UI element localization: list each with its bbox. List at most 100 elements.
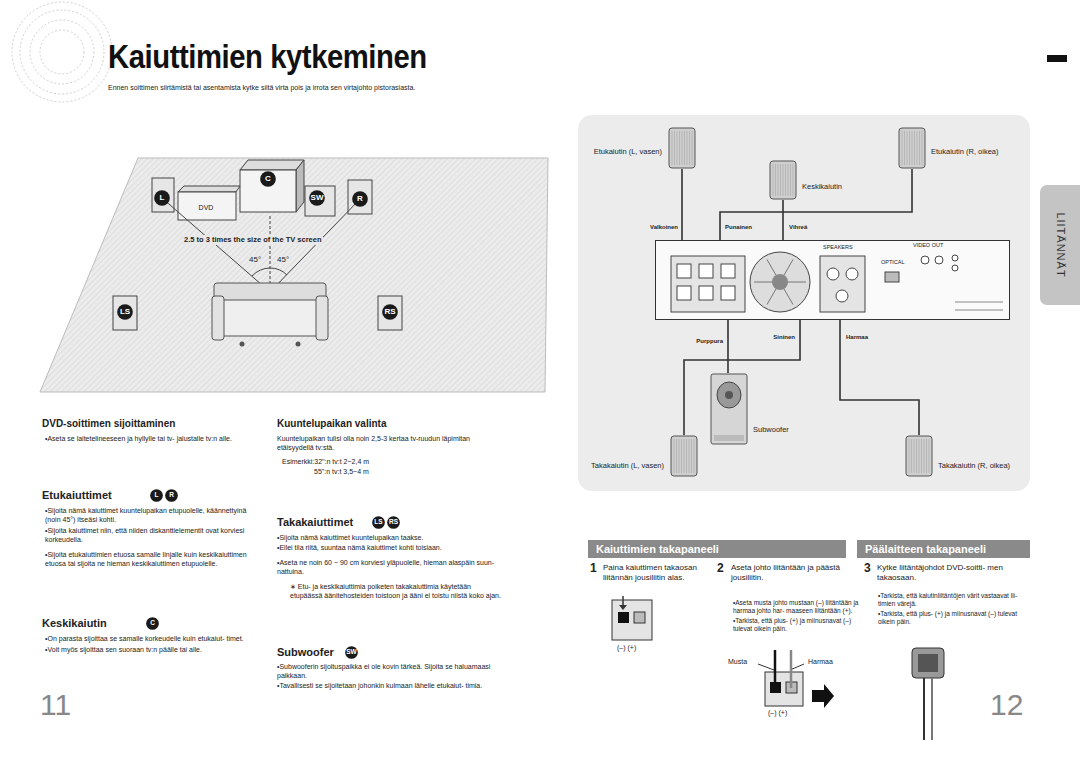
step-number: 3 bbox=[864, 561, 871, 577]
speaker-unit: Takakaiutin (L, vasen) bbox=[670, 435, 698, 477]
section-bar: Kaiuttimien takapaneeli bbox=[588, 540, 846, 558]
wire-color-label: Harmaa bbox=[845, 334, 869, 341]
badge-letter: R bbox=[352, 191, 368, 207]
speaker-wire bbox=[681, 169, 683, 240]
speaker-name: Etukaiutin (L, vasen) bbox=[594, 147, 662, 156]
body-text: Paina kaiuttimen takaosan liitännän jous… bbox=[603, 563, 715, 583]
wire-color-label: Vihreä bbox=[788, 224, 808, 231]
body-text: •Sijoita kaiuttimet niin, että niiden di… bbox=[45, 527, 250, 545]
body-text: (–) (+) bbox=[617, 644, 636, 653]
speaker-wire bbox=[840, 320, 919, 435]
speaker-name: Keskikaiutin bbox=[802, 182, 842, 191]
speaker-icon bbox=[668, 127, 696, 169]
speaker-unit: Takakaiutin (R, oikea) bbox=[905, 435, 933, 477]
speaker-wire bbox=[727, 320, 729, 373]
badge-letter: LS bbox=[372, 516, 385, 529]
panel-marking: SPEAKERS bbox=[823, 245, 853, 251]
body-text: •Sijoita nämä kaiuttimet kuuntelupaikan … bbox=[277, 534, 507, 543]
wire-color-label: Valkoinen bbox=[649, 224, 679, 231]
body-text: Kytke liitäntäjohdot DVD-soitti- men tak… bbox=[877, 563, 1027, 583]
speaker-name: Takakaiutin (L, vasen) bbox=[591, 461, 664, 470]
step-number: 2 bbox=[717, 561, 724, 577]
section-heading: 2.5 to 3 times the size of the TV screen bbox=[183, 235, 323, 245]
speaker-unit: Keskikaiutin bbox=[769, 160, 797, 200]
section-heading: Päälaitteen takapaneeli bbox=[865, 540, 986, 558]
body-text: Ennen soittimen siirtämistä tai asentami… bbox=[108, 84, 528, 93]
speaker-icon bbox=[905, 435, 933, 477]
body-text: •Voit myös sijoittaa sen suoraan tv:n pä… bbox=[45, 646, 250, 655]
page-number: 11 bbox=[40, 690, 71, 720]
page-number: 12 bbox=[990, 690, 1023, 720]
body-text: Esimerkki:32":n tv:t 2~2,4 m bbox=[282, 458, 369, 467]
body-text: •Subwooferin sijoituspaikka ei ole kovin… bbox=[277, 663, 497, 681]
body-text: Kuuntelupaikan tulisi olla noin 2,5-3 ke… bbox=[277, 435, 492, 453]
section-heading: DVD-soittimen sijoittaminen bbox=[42, 417, 175, 430]
panel-marking: VIDEO OUT bbox=[913, 243, 943, 249]
badge-letter: L bbox=[154, 190, 170, 206]
wire-color-label: Punainen bbox=[724, 224, 753, 231]
badge-letter: RS bbox=[382, 304, 398, 320]
dvd-player-box: DVD bbox=[182, 198, 230, 216]
body-text: •Aseta se laitetelineeseen ja hyllylle t… bbox=[45, 435, 250, 444]
badge-letter: SW bbox=[345, 646, 358, 659]
speaker-wire bbox=[720, 169, 912, 240]
body-text: •Tavallisesti se sijoitetaan johonkin ku… bbox=[277, 682, 497, 691]
speaker-badge: R bbox=[165, 489, 178, 502]
body-text: ∗ Etu- ja keskikaiuttimia poiketen takak… bbox=[290, 583, 505, 601]
page-title: Kaiuttimien kytkeminen bbox=[108, 34, 427, 78]
body-text: 55":n tv:t 3,5~4 m bbox=[314, 468, 369, 477]
speaker-icon bbox=[670, 435, 698, 477]
speaker-badge: L bbox=[150, 489, 163, 502]
speaker-wire bbox=[782, 200, 784, 240]
speaker-unit: Etukaiutin (R, oikea) bbox=[898, 127, 926, 169]
speaker-badge: C bbox=[260, 171, 276, 187]
badge-letter: RS bbox=[387, 516, 400, 529]
badge-letter: LS bbox=[117, 304, 133, 320]
badge-letter: C bbox=[260, 171, 276, 187]
section-heading: Etukaiuttimet bbox=[42, 488, 112, 502]
body-text: •Aseta ne noin 60 ~ 90 cm korviesi yläpu… bbox=[277, 559, 507, 577]
section-heading: Kuuntelupaikan valinta bbox=[277, 417, 386, 430]
section-heading: Kaiuttimien takapaneeli bbox=[596, 540, 719, 558]
tab-label: LIITÄNNÄT bbox=[1055, 212, 1066, 277]
section-heading: Takakaiuttimet bbox=[277, 515, 353, 529]
section-heading: Keskikaiutin bbox=[42, 616, 107, 630]
badge-letter: R bbox=[165, 489, 178, 502]
badge-letter: C bbox=[146, 617, 159, 630]
speaker-badge: LS bbox=[372, 516, 385, 529]
wire-color-label: Purppura bbox=[695, 338, 724, 345]
step-number: 1 bbox=[590, 561, 597, 577]
body-text: (–) (+) bbox=[768, 709, 787, 718]
subwoofer-icon bbox=[710, 373, 748, 445]
wire-color-label: Sininen bbox=[772, 334, 796, 341]
speaker-badge: L bbox=[154, 190, 170, 206]
speaker-unit: Etukaiutin (L, vasen) bbox=[668, 127, 696, 169]
body-text: Aseta johto liitäntään ja päästä jousili… bbox=[731, 563, 851, 583]
badge-letter: SW bbox=[309, 190, 325, 206]
body-text: •Tarkista, että plus- (+) ja miinusnavat… bbox=[878, 610, 1030, 627]
section-bar: Päälaitteen takapaneeli bbox=[857, 540, 1030, 558]
body-text: •Tarkista, että kaiutinliitäntöjen värit… bbox=[878, 592, 1030, 609]
section-tab: LIITÄNNÄT bbox=[1040, 185, 1080, 305]
subwoofer-unit: Subwoofer bbox=[710, 373, 748, 445]
body-text: Musta bbox=[728, 658, 747, 667]
speaker-icon bbox=[769, 160, 797, 200]
body-text: •Sijoita etukaiuttimien etuosa samalle l… bbox=[45, 551, 250, 569]
section-heading: Subwoofer bbox=[277, 645, 334, 659]
speaker-badge: SW bbox=[309, 190, 325, 206]
body-text: Harmaa bbox=[808, 658, 833, 667]
speaker-icon bbox=[898, 127, 926, 169]
rear-panel-drawing bbox=[655, 240, 1010, 320]
speaker-badge: LS bbox=[117, 304, 133, 320]
speaker-badge: RS bbox=[382, 304, 398, 320]
speaker-badge: C bbox=[146, 617, 159, 630]
body-text: •Aseta musta johto mustaan (–) liitäntää… bbox=[733, 599, 863, 616]
body-text: •Sijoita nämä kaiuttimet kuuntelupaikan … bbox=[45, 507, 250, 525]
body-text: •On parasta sijoittaa se samalle korkeud… bbox=[45, 635, 250, 644]
body-text: 45° bbox=[276, 255, 290, 265]
speaker-badge: RS bbox=[387, 516, 400, 529]
speaker-name: Subwoofer bbox=[753, 425, 789, 434]
main-unit-rear-panel: SPEAKERSVIDEO OUTOPTICAL bbox=[655, 240, 1010, 320]
speaker-badge: R bbox=[352, 191, 368, 207]
